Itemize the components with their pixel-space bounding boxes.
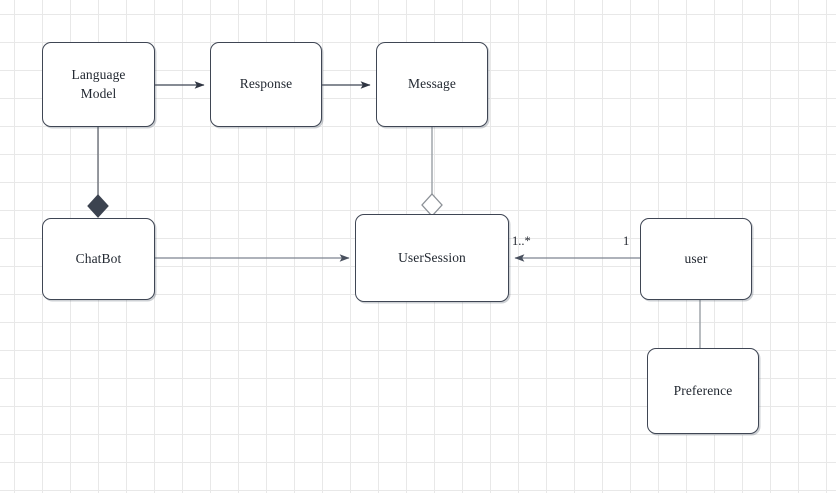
node-label-user: user xyxy=(684,250,708,266)
node-label-preference: Preference xyxy=(673,382,733,398)
node-language-model[interactable]: Language Model xyxy=(42,42,155,127)
node-label-chatbot: ChatBot xyxy=(75,250,122,266)
node-preference[interactable]: Preference xyxy=(647,348,759,434)
node-label-message: Message xyxy=(408,76,456,92)
edge-message-to-usersession xyxy=(421,127,443,217)
multiplicity-label-user-side: 1 xyxy=(623,234,630,248)
node-user[interactable]: user xyxy=(640,218,752,300)
edge-language-model-to-chatbot xyxy=(87,127,109,218)
node-usersession[interactable]: UserSession xyxy=(355,214,509,302)
node-label-usersession: UserSession xyxy=(398,249,466,265)
multiplicity-label-usersession-side: 1..* xyxy=(512,234,531,248)
filled-diamond-marker xyxy=(87,194,109,218)
hollow-diamond-marker xyxy=(421,193,443,217)
node-label-response: Response xyxy=(239,76,293,92)
node-label-language-model: Language Model xyxy=(71,67,126,101)
node-chatbot[interactable]: ChatBot xyxy=(42,218,155,300)
node-message[interactable]: Message xyxy=(376,42,488,127)
node-response[interactable]: Response xyxy=(210,42,322,127)
